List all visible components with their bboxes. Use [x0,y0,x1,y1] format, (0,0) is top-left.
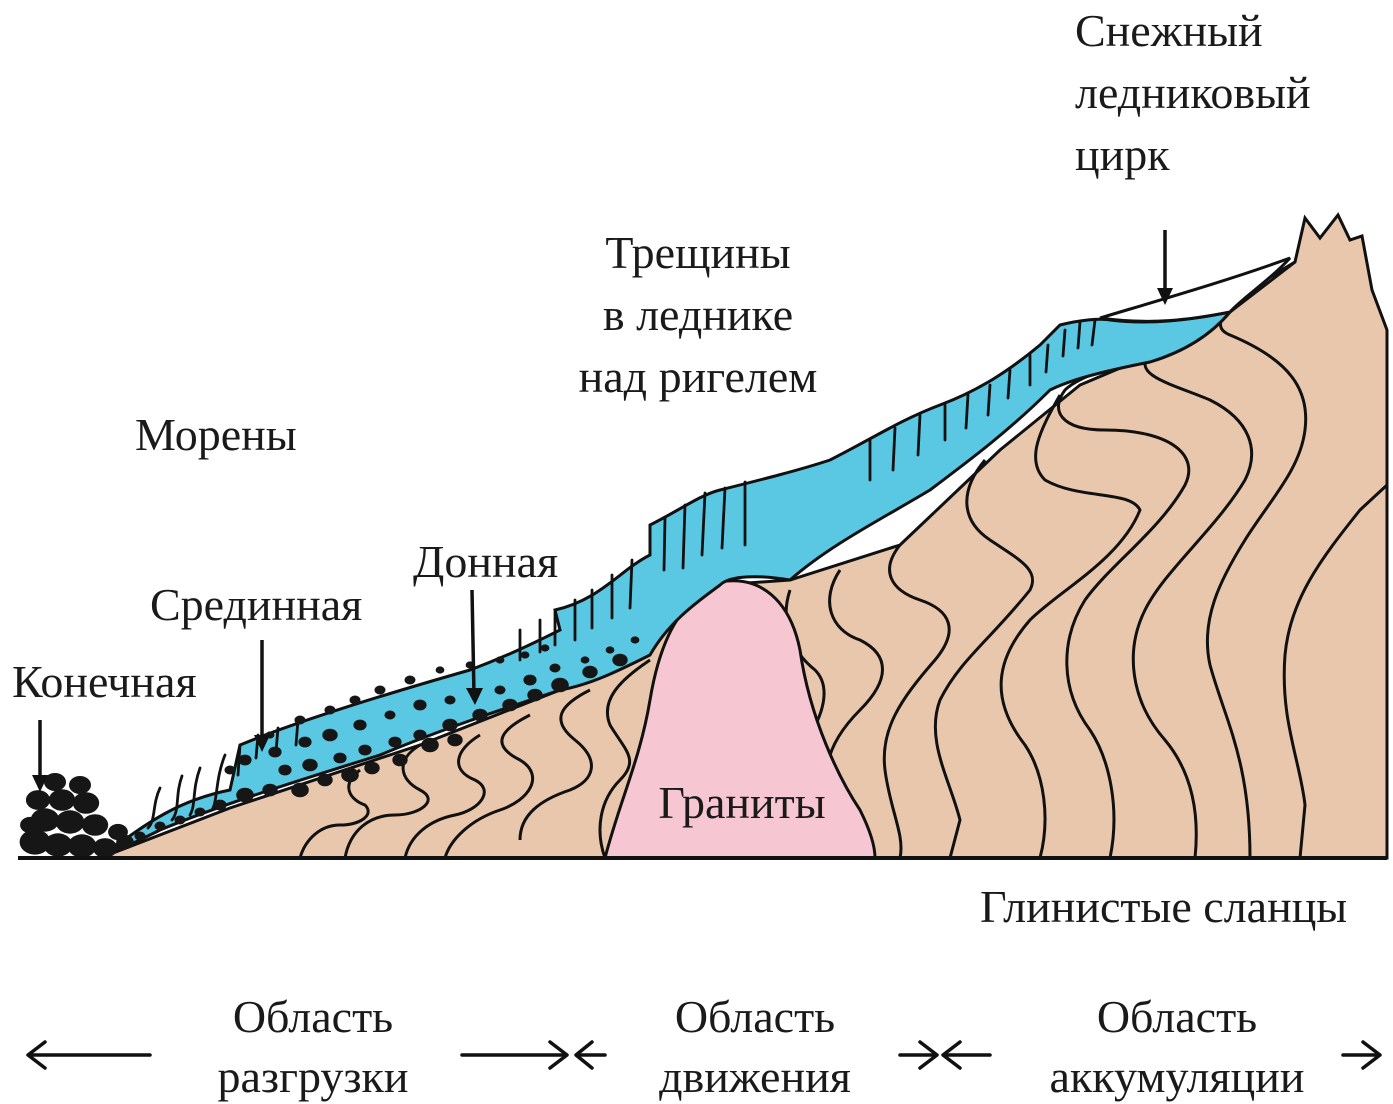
moraine-boulder [364,762,379,775]
moraine-boulder [225,766,236,775]
moraine-boulder [322,729,337,742]
zone-transport-line1: Область [675,991,835,1042]
moraine-boulder [317,774,332,787]
crevasses-label-line1: Трещины [605,227,790,278]
moraine-boulder [502,699,517,712]
cirque-label-line2: ледниковый [1075,67,1311,118]
moraine-boulder [155,822,166,831]
moraine-boulder [392,754,407,767]
moraine-boulder [135,832,146,841]
zone-accumulation-line1: Область [1097,991,1257,1042]
moraine-boulder [262,784,277,797]
moraine-boulder [472,709,487,722]
medial-moraine-label: Срединная [150,579,362,630]
moraine-boulder [73,792,99,814]
zone-transport-line2: движения [659,1051,851,1102]
moraine-boulder [421,738,439,752]
moraine-boulder [385,711,396,720]
moraine-boulder [353,720,366,731]
moraine-boulder [445,696,456,705]
moraine-boulder [442,719,457,732]
moraine-boulder [295,716,306,725]
moraine-boulder [195,808,206,817]
moraine-boulder [495,686,506,695]
moraine-boulder [325,706,336,715]
moraine-boulder [612,654,627,667]
moraine-boulder [268,747,281,758]
moraine-boulder [341,768,359,782]
zone-ablation-line2: разгрузки [218,1051,409,1102]
moraine-boulder [527,689,542,702]
moraine-boulder [350,696,361,705]
moraine-boulder [551,678,569,692]
moraine-boulder [115,842,126,851]
ground-moraine-label: Донная [413,536,558,587]
moraine-boulder [447,734,462,747]
moraine-boulder [213,800,226,811]
moraine-boulder [606,646,615,653]
moraine-boulder [82,814,108,836]
crevasses-label-line2: в леднике [603,289,793,340]
moraine-boulder [69,776,91,794]
moraine-boulder [375,686,386,695]
granites-label: Граниты [658,777,825,828]
moraine-boulder [413,730,426,741]
moraine-boulder [581,656,590,663]
moraine-boulder [49,789,75,811]
moraine-boulder [358,745,371,756]
moraine-boulder [298,737,311,748]
moraine-boulder [236,788,254,802]
moraine-boulder [175,816,186,825]
moraine-boulder [278,765,291,776]
moraine-boulder [26,790,50,810]
moraine-boulder [436,666,445,673]
moraine-boulder [631,636,640,643]
moraine-boulder [56,810,85,833]
cirque-label-line3: цирк [1075,129,1170,180]
moraine-boulder [238,755,251,766]
moraine-boulder [388,737,401,748]
moraine-boulder [302,759,317,772]
shales-label: Глинистые сланцы [980,881,1347,932]
moraine-boulder [541,644,550,651]
zone-ablation-line1: Область [233,991,393,1042]
moraine-boulder [68,834,97,857]
moraine-boulder [496,656,505,663]
moraine-boulder [521,651,530,658]
moraine-boulder [20,817,40,833]
moraine-boulder [291,783,309,797]
moraines-title: Морены [135,409,297,460]
moraine-boulder [413,700,426,711]
moraine-boulder [333,753,346,764]
cirque-label-line1: Снежный [1075,5,1263,56]
moraine-boulder [405,676,416,685]
moraine-boulder [93,838,117,858]
moraine-boulder [582,666,597,679]
moraine-boulder [550,664,561,673]
zone-accumulation-line2: аккумуляции [1050,1051,1305,1102]
terminal-moraine-label: Конечная [12,656,197,707]
crevasses-label-line3: над ригелем [579,351,818,402]
moraine-boulder [523,675,536,686]
